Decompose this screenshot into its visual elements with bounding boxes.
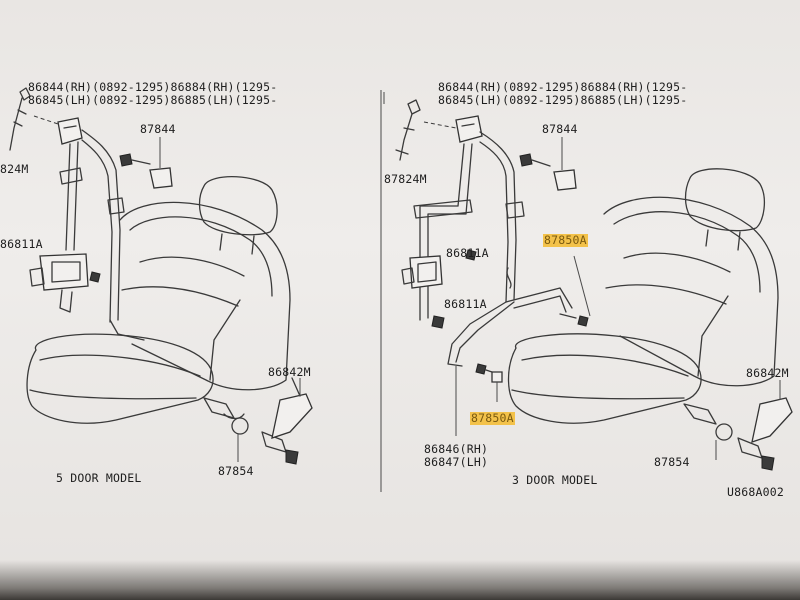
left-header-line1: 86844(RH)(0892-1295)86884(RH)(1295- — [28, 80, 278, 94]
left-87844-bolt-cover — [119, 137, 173, 189]
left-part-87854[interactable]: 87854 — [218, 464, 254, 478]
left-belt-webbing — [59, 129, 145, 341]
right-part-87824m[interactable]: 87824M — [384, 172, 427, 186]
right-87850a-bolts — [455, 255, 591, 436]
left-part-87824m[interactable]: 824M — [0, 162, 29, 176]
right-upper-anchor-bolt — [395, 99, 457, 161]
right-belt-webbing — [413, 131, 573, 367]
right-part-86811a-lower[interactable]: 86811A — [444, 297, 487, 311]
right-part-86846[interactable]: 86846(RH) — [424, 442, 489, 456]
right-part-86847[interactable]: 86847(LH) — [424, 455, 489, 469]
left-part-86842m[interactable]: 86842M — [268, 365, 311, 379]
left-shoulder-anchor — [57, 117, 83, 145]
right-shoulder-anchor — [455, 115, 483, 143]
drawing-code: U868A002 — [727, 485, 784, 499]
left-upper-anchor-bolt — [9, 87, 59, 151]
right-part-87844[interactable]: 87844 — [542, 122, 578, 136]
right-model-label: 3 DOOR MODEL — [512, 473, 598, 487]
right-87844-bolt-cover — [519, 137, 577, 191]
right-part-86811a-upper[interactable]: 86811A — [446, 246, 489, 260]
right-seat — [507, 168, 793, 471]
right-part-87854[interactable]: 87854 — [654, 455, 690, 469]
left-model-label: 5 DOOR MODEL — [56, 471, 142, 485]
right-header-line2: 86845(LH)(0892-1295)86885(LH)(1295- — [438, 93, 688, 107]
left-retractor — [29, 253, 101, 313]
right-part-86842m[interactable]: 86842M — [746, 366, 789, 380]
left-part-86811a[interactable]: 86811A — [0, 237, 43, 251]
right-part-87850a-upper[interactable]: 87850A — [543, 233, 588, 247]
left-seat — [26, 176, 313, 465]
left-header-line2: 86845(LH)(0892-1295)86885(LH)(1295- — [28, 93, 278, 107]
right-header-line1: 86844(RH)(0892-1295)86884(RH)(1295- — [438, 80, 688, 94]
right-part-87850a-lower[interactable]: 87850A — [470, 411, 515, 425]
photo-shadow — [0, 560, 800, 600]
right-retractor — [401, 249, 477, 329]
left-part-87844[interactable]: 87844 — [140, 122, 176, 136]
